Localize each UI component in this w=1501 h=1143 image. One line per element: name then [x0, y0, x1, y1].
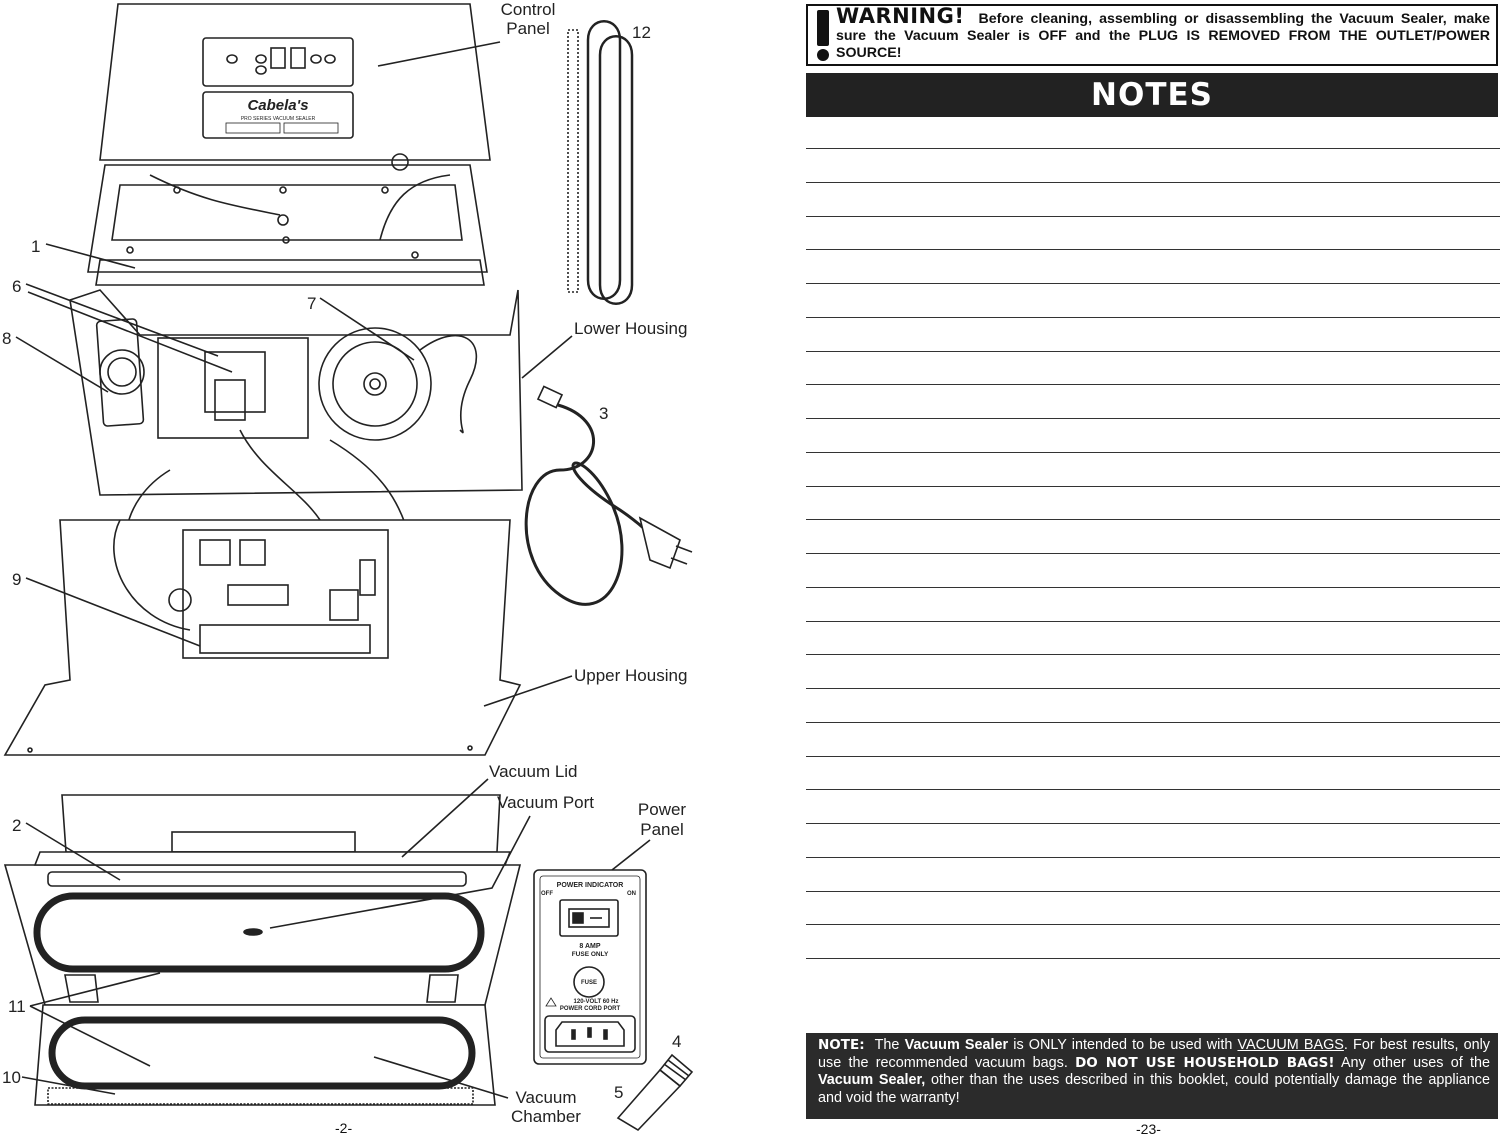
callout-10: 10 — [2, 1068, 21, 1087]
note-line — [806, 620, 1500, 655]
power-indicator-label: POWER INDICATOR — [557, 882, 624, 889]
note-line — [806, 688, 1500, 722]
note-line — [806, 654, 1500, 688]
note-line — [806, 823, 1500, 857]
control-panel-label-line1: Control — [501, 0, 556, 19]
note-text: other than the uses described in this bo… — [818, 1072, 1490, 1106]
note-line — [806, 755, 1500, 790]
note-line — [806, 451, 1500, 486]
power-panel-drawing: POWER INDICATOR OFF ON 8 AMP FUSE ONLY F… — [533, 869, 647, 1065]
vacuum-chamber-label-line2: Chamber — [511, 1107, 581, 1126]
note-line — [806, 519, 1500, 553]
note-line — [806, 350, 1500, 385]
callout-3: 3 — [599, 404, 608, 423]
note-line — [806, 856, 1500, 891]
note-line — [806, 789, 1500, 823]
vacuum-chamber-drawing — [3, 794, 522, 1106]
callout-4: 4 — [672, 1032, 681, 1051]
warning-box: WARNING! Before cleaning, assembling or … — [806, 4, 1498, 66]
power-panel-label-line1: Power — [638, 800, 687, 819]
right-page-number: -23- — [1136, 1121, 1161, 1137]
left-page: Cabela's PRO SERIES VACUUM SEALER Contro… — [0, 0, 750, 1138]
note-text: Any other uses of the — [1340, 1054, 1490, 1071]
left-page-number: -2- — [335, 1120, 353, 1136]
gasket-drawing — [567, 20, 634, 305]
callout-2: 2 — [12, 816, 21, 835]
lower-housing-drawing — [69, 289, 523, 601]
brand-logo: Cabela's — [247, 97, 308, 114]
note-line — [806, 283, 1500, 317]
note-line — [806, 958, 1500, 992]
warning-text: WARNING! Before cleaning, assembling or … — [836, 6, 1490, 62]
lower-housing-label: Lower Housing — [574, 319, 687, 338]
note-text: . For best results, only use the recomme… — [818, 1037, 1490, 1071]
note-bold: Vacuum Sealer — [904, 1037, 1009, 1053]
vacuum-port-label: Vacuum Port — [497, 793, 594, 812]
note-line — [806, 181, 1500, 216]
power-cord-drawing — [524, 385, 693, 606]
note-label: NOTE: — [818, 1037, 865, 1053]
callout-6: 6 — [12, 277, 21, 296]
exploded-parts-diagram: Cabela's PRO SERIES VACUUM SEALER Contro… — [2, 0, 694, 1132]
note-line — [806, 215, 1500, 250]
power-off-label: OFF — [541, 891, 553, 897]
callout-12: 12 — [632, 23, 651, 42]
note-line — [806, 485, 1500, 520]
note-text: The — [874, 1037, 900, 1053]
callout-5: 5 — [614, 1083, 623, 1102]
fuse-rating-line1: 8 AMP — [579, 943, 600, 950]
warning-body: Before cleaning, assembling or disassemb… — [836, 11, 1490, 61]
notes-title: NOTES — [806, 73, 1498, 117]
lid-frame-drawing — [87, 153, 488, 286]
callout-8: 8 — [2, 329, 11, 348]
control-panel-drawing: Cabela's PRO SERIES VACUUM SEALER — [99, 3, 491, 161]
note-line — [806, 553, 1500, 587]
note-line — [806, 384, 1500, 418]
note-bold: Vacuum Sealer, — [818, 1072, 926, 1088]
note-line — [806, 890, 1500, 925]
brand-subtitle: PRO SERIES VACUUM SEALER — [241, 116, 316, 122]
note-line — [806, 148, 1500, 182]
voltage-label: 120-VOLT 60 Hz — [574, 999, 619, 1005]
fuse-rating-line2: FUSE ONLY — [572, 951, 609, 958]
fuse-label: FUSE — [581, 980, 597, 986]
note-underline: VACUUM BAGS — [1237, 1037, 1344, 1053]
upper-housing-drawing — [3, 519, 522, 756]
vacuum-chamber-label-line1: Vacuum — [515, 1088, 576, 1107]
note-box: NOTE: The Vacuum Sealer is ONLY intended… — [806, 1033, 1498, 1119]
note-warning-bold: DO NOT USE HOUSEHOLD BAGS! — [1075, 1054, 1335, 1071]
callout-7: 7 — [307, 294, 316, 313]
callout-11: 11 — [8, 997, 26, 1016]
callout-1: 1 — [31, 237, 40, 256]
warning-title: WARNING! — [836, 4, 965, 28]
note-line — [806, 249, 1500, 283]
upper-housing-label: Upper Housing — [574, 666, 687, 685]
note-text: is ONLY intended to be used with — [1013, 1037, 1233, 1053]
exclamation-icon — [817, 10, 829, 61]
callout-9: 9 — [12, 570, 21, 589]
power-panel-label-line2: Panel — [640, 820, 683, 839]
note-line — [806, 721, 1500, 756]
control-panel-label-line2: Panel — [506, 19, 549, 38]
cord-port-label: POWER CORD PORT — [560, 1006, 621, 1012]
power-on-label: ON — [627, 891, 636, 897]
vacuum-lid-label: Vacuum Lid — [489, 762, 578, 781]
note-line — [806, 586, 1500, 621]
note-line — [806, 316, 1500, 351]
note-line — [806, 418, 1500, 452]
notes-ruled-lines — [806, 148, 1500, 992]
note-line — [806, 924, 1500, 958]
fuse-holder-drawing — [616, 1053, 694, 1132]
